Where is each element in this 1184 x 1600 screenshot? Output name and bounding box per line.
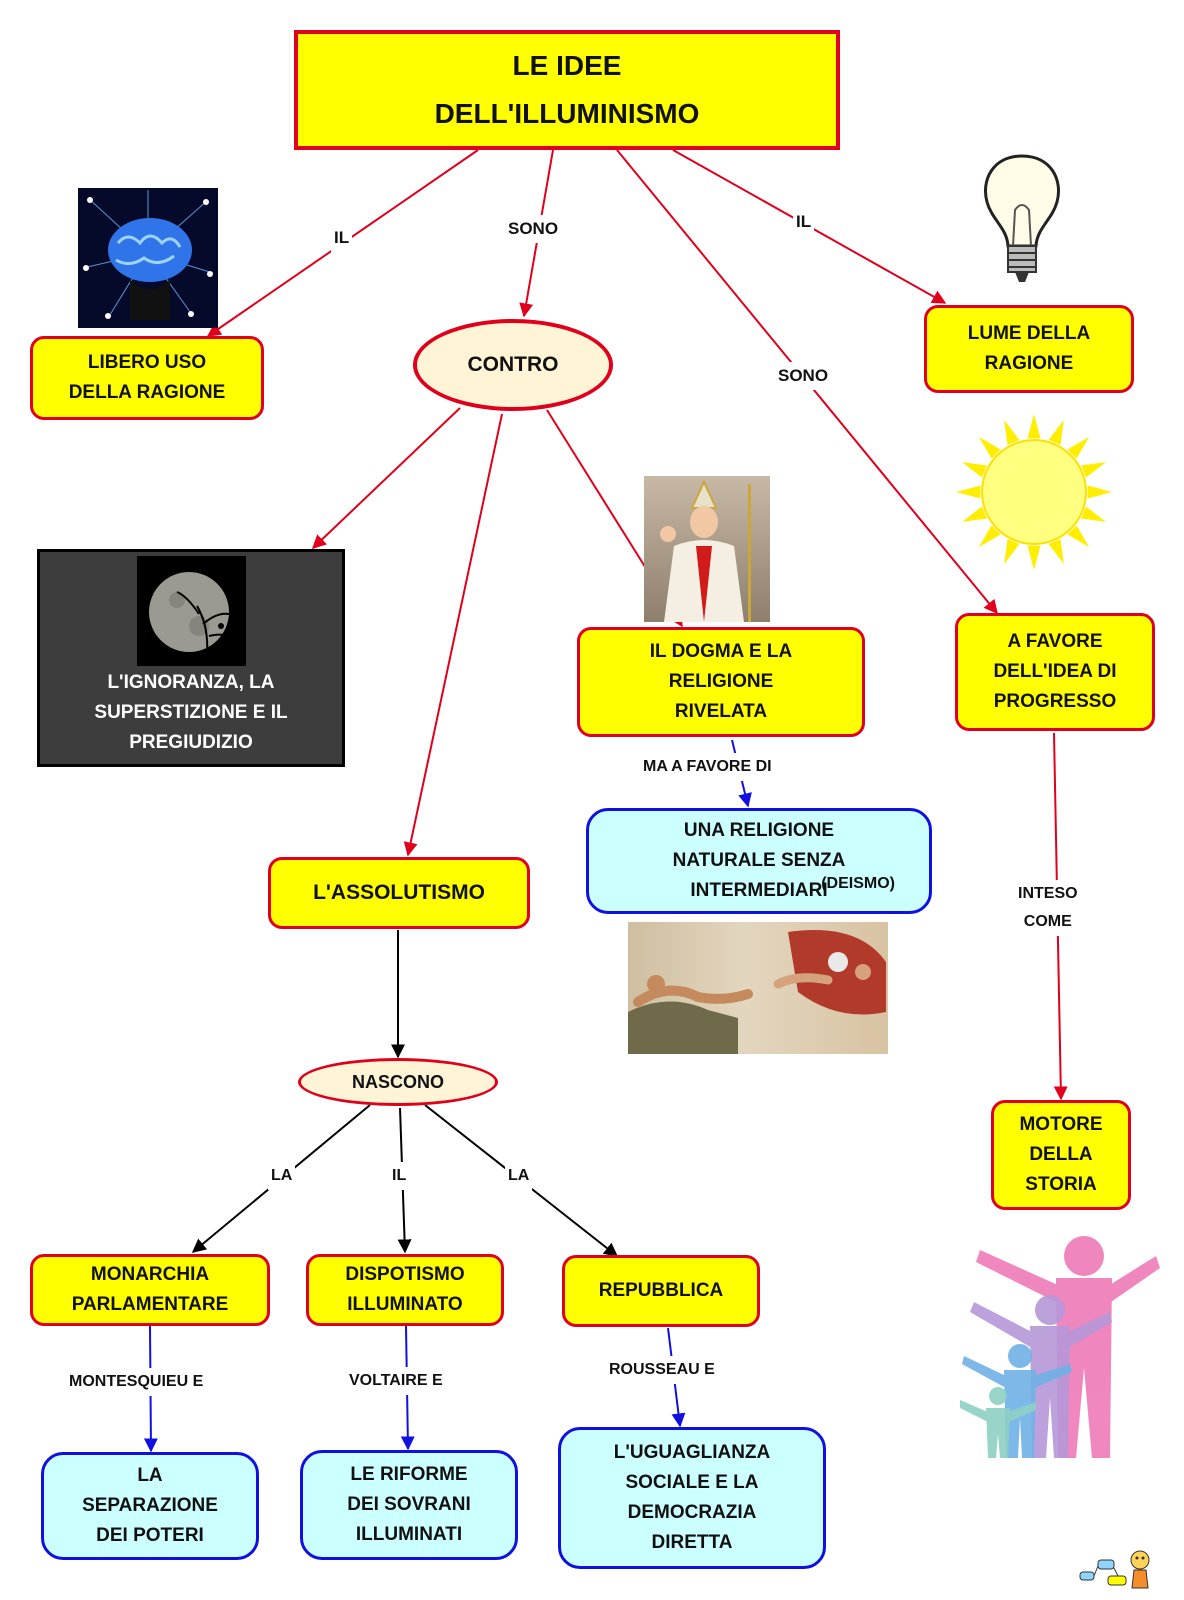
node-religione-naturale: UNA RELIGIONE NATURALE SENZA INTERMEDIAR… — [586, 808, 932, 914]
sun-image — [954, 412, 1114, 572]
sun-ray — [956, 485, 981, 499]
node-monarchia-parlamentare: MONARCHIA PARLAMENTARE — [30, 1254, 270, 1326]
sun-ray — [1067, 525, 1090, 548]
edge-label-sono-center: SONO — [505, 215, 562, 243]
node-riforme-sovrani: LE RIFORME DEI SOVRANI ILLUMINATI — [300, 1450, 518, 1560]
node-contro: CONTRO — [413, 319, 613, 411]
node-libero-uso-ragione: LIBERO USO DELLA RAGIONE — [30, 336, 264, 420]
edge-label-il-right: IL — [793, 208, 815, 236]
edge-label-rousseau: ROUSSEAU E — [606, 1356, 718, 1384]
brain-image — [78, 188, 218, 328]
sun-ray — [1087, 485, 1112, 499]
sun-ray — [1027, 545, 1041, 570]
sun-ray — [978, 525, 1001, 548]
people-silhouettes-image — [960, 1228, 1160, 1458]
map-title: LE IDEE DELL'ILLUMINISMO — [294, 30, 840, 150]
lightbulb-image — [975, 150, 1070, 290]
edge-label-sono-right: SONO — [775, 362, 832, 390]
sun-ray — [1048, 419, 1064, 445]
sun-ray — [1081, 506, 1107, 522]
moon-image — [137, 556, 246, 666]
sun-ray — [1027, 414, 1041, 439]
arrow-contro-assolutismo — [403, 413, 503, 857]
sun-ray — [961, 462, 987, 478]
node-uguaglianza-democrazia: L'UGUAGLIANZA SOCIALE E LA DEMOCRAZIA DI… — [558, 1427, 826, 1569]
edge-label-la-left: LA — [268, 1162, 296, 1190]
node-ignoranza-label: L'IGNORANZA, LA SUPERSTIZIONE E IL PREGI… — [94, 672, 288, 753]
edge-label-il-left: IL — [331, 224, 353, 252]
node-dispotismo-illuminato: DISPOTISMO ILLUMINATO — [306, 1254, 504, 1326]
node-repubblica: REPUBBLICA — [562, 1255, 760, 1327]
node-motore-storia: MOTORE DELLA STORIA — [991, 1100, 1131, 1210]
node-dogma-religione-rivelata: IL DOGMA E LA RELIGIONE RIVELATA — [577, 627, 865, 737]
node-assolutismo: L'ASSOLUTISMO — [268, 857, 530, 929]
arrow-contro-ignoranza — [311, 407, 461, 549]
sun-ray — [978, 436, 1001, 459]
sun-ray — [1067, 436, 1090, 459]
node-idea-progresso: A FAVORE DELL'IDEA DI PROGRESSO — [955, 613, 1155, 731]
edge-label-inteso-come: INTESO COME — [1015, 880, 1081, 936]
node-religione-naturale-label: UNA RELIGIONE NATURALE SENZA INTERMEDIAR… — [672, 820, 846, 901]
edge-label-la-right: LA — [505, 1162, 533, 1190]
node-lume-ragione: LUME DELLA RAGIONE — [924, 305, 1134, 393]
creation-of-adam-image — [628, 922, 888, 1054]
logo-image — [1078, 1546, 1160, 1590]
sun-ray — [1004, 419, 1020, 445]
edge-label-montesquieu: MONTESQUIEU E — [66, 1368, 207, 1396]
edge-label-ma-a-favore-di: MA A FAVORE DI — [640, 753, 775, 781]
node-deismo-label: (DEISMO) — [821, 875, 895, 892]
edge-label-voltaire: VOLTAIRE E — [346, 1367, 446, 1395]
sun-ray — [1081, 462, 1107, 478]
pope-image — [644, 476, 770, 622]
node-nascono: NASCONO — [298, 1058, 498, 1106]
sun-ray — [1004, 539, 1020, 565]
sun-ray — [961, 506, 987, 522]
sun-ray — [1048, 539, 1064, 565]
edge-label-il-mid: IL — [389, 1162, 410, 1190]
node-separazione-poteri: LA SEPARAZIONE DEI POTERI — [41, 1452, 259, 1560]
